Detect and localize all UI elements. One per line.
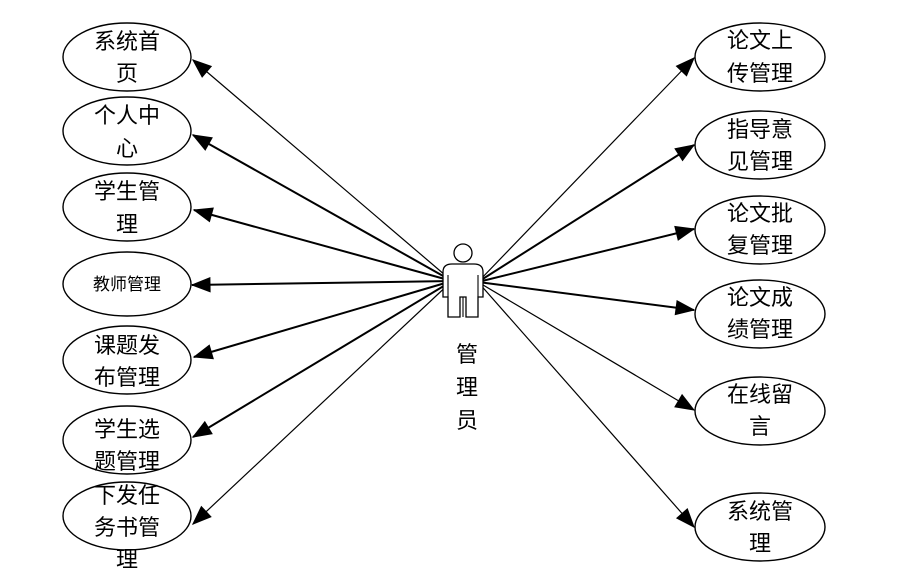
use-case-label: 学生选 — [94, 418, 160, 443]
use-case-ellipse — [694, 492, 826, 562]
use-case-label: 论文上 — [727, 29, 793, 54]
use-case-ellipse — [694, 279, 826, 349]
arrowhead-icon — [191, 420, 213, 438]
use-case-label: 见管理 — [727, 150, 793, 175]
use-case-topic-publish-management: 课题发 布管理 — [62, 325, 192, 395]
use-case-label: 指导意 — [727, 118, 793, 143]
use-case-ellipse — [62, 172, 192, 242]
use-case-label: 理 — [116, 213, 138, 238]
association-line — [477, 228, 695, 283]
use-case-personal-center: 个人中 心 — [62, 96, 192, 166]
use-case-teacher-management: 教师管理 — [62, 251, 192, 317]
association-line — [192, 280, 453, 525]
use-case-ellipse — [62, 325, 192, 395]
use-case-ellipse — [62, 405, 192, 475]
use-case-label: 页 — [116, 62, 138, 87]
use-case-label: 课题发 — [94, 334, 160, 359]
association-line — [477, 281, 695, 411]
use-case-thesis-grade-management: 论文成 绩管理 — [694, 279, 826, 349]
arrowhead-icon — [674, 299, 696, 316]
use-case-ellipse — [62, 96, 192, 166]
left-use-cases: 系统首 页 个人中 心 学生管 理 教师管理 课题发 布管理 学生选 题管理 — [62, 22, 192, 573]
use-case-label: 学生管 — [94, 180, 160, 205]
use-case-thesis-upload-management: 论文上 传管理 — [694, 22, 826, 92]
use-case-ellipse — [694, 22, 826, 92]
arrowhead-icon — [674, 144, 696, 162]
use-case-label: 心 — [116, 137, 138, 162]
use-case-system-home: 系统首 页 — [62, 22, 192, 92]
arrowhead-icon — [674, 225, 696, 241]
arrowhead-icon — [190, 276, 211, 293]
use-case-label: 务书管 — [94, 516, 160, 541]
arrowhead-icon — [191, 505, 212, 525]
use-case-label: 在线留 — [727, 383, 793, 408]
use-case-ellipse — [62, 22, 192, 92]
use-case-online-message: 在线留 言 — [694, 376, 826, 446]
association-line — [477, 281, 695, 528]
association-line — [192, 59, 453, 282]
use-case-label: 布管理 — [94, 366, 160, 391]
use-case-ellipse — [694, 110, 826, 180]
use-case-guidance-opinion-management: 指导意 见管理 — [694, 110, 826, 180]
arrowhead-icon — [675, 508, 695, 529]
association-line — [191, 280, 453, 286]
use-case-label: 论文批 — [727, 202, 793, 227]
arrowhead-icon — [192, 344, 214, 360]
use-case-label: 复管理 — [727, 234, 793, 259]
actor-admin: 管 理 员 — [442, 243, 484, 434]
actor-head — [453, 243, 473, 263]
association-line — [192, 134, 453, 282]
arrowhead-icon — [192, 207, 214, 223]
use-case-system-management: 系统管 理 — [694, 492, 826, 562]
use-case-student-topic-selection: 学生选 题管理 — [62, 405, 192, 475]
use-case-label: 系统管 — [727, 500, 793, 525]
association-line — [192, 280, 453, 438]
use-case-label: 题管理 — [94, 450, 160, 475]
arrowhead-icon — [191, 59, 213, 78]
association-arrows — [190, 57, 696, 529]
use-case-ellipse — [62, 481, 192, 551]
use-case-task-book-management: 下发任 务书管 理 — [62, 481, 192, 573]
association-line — [193, 280, 453, 358]
use-case-label: 论文成 — [727, 286, 793, 311]
actor-label-line-1: 管 — [456, 343, 478, 368]
use-case-label: 传管理 — [727, 62, 793, 87]
use-case-label: 下发任 — [94, 484, 160, 509]
association-line — [477, 281, 695, 311]
actor-label-line-3: 员 — [456, 409, 478, 434]
use-case-student-management: 学生管 理 — [62, 172, 192, 242]
actor-label-line-2: 理 — [456, 376, 478, 401]
use-case-thesis-review-management: 论文批 复管理 — [694, 195, 826, 265]
actor-body-icon — [442, 263, 484, 318]
association-line — [193, 209, 453, 282]
use-case-label: 理 — [749, 532, 771, 557]
arrowhead-icon — [675, 57, 695, 77]
use-case-ellipse — [694, 195, 826, 265]
use-case-label: 言 — [749, 415, 771, 440]
use-case-label: 理 — [116, 548, 138, 573]
association-line — [477, 57, 695, 283]
use-case-label: 系统首 — [94, 30, 160, 55]
right-use-cases: 论文上 传管理 指导意 见管理 论文批 复管理 论文成 绩管理 在线留 言 系统… — [694, 22, 826, 562]
association-line — [477, 144, 695, 283]
use-case-ellipse — [694, 376, 826, 446]
use-case-label: 教师管理 — [93, 275, 161, 295]
use-case-label: 绩管理 — [727, 318, 793, 343]
arrowhead-icon — [674, 393, 696, 411]
arrowhead-icon — [191, 134, 213, 151]
use-case-label: 个人中 — [94, 104, 160, 129]
use-case-ellipse — [62, 251, 192, 317]
